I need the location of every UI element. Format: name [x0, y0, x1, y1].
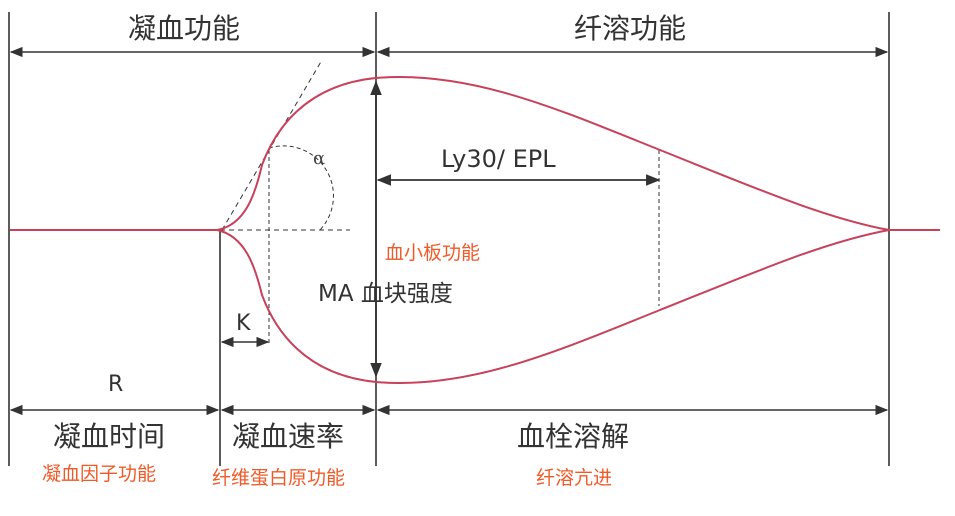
- coag-function-label: 凝血功能: [128, 12, 241, 45]
- fibrinogen-function-label: 纤维蛋白原功能: [212, 467, 346, 489]
- r-label: R: [108, 372, 124, 397]
- coag-time-label: 凝血时间: [53, 420, 166, 453]
- alpha-label: α: [313, 148, 326, 169]
- platelet-function-label: 血小板功能: [385, 242, 481, 264]
- ma-strength-label: MA 血块强度: [318, 281, 453, 307]
- alpha-arc: [268, 145, 334, 231]
- coag-rate-label: 凝血速率: [232, 420, 345, 453]
- ly30-epl-label: Ly30/ EPL: [441, 145, 556, 173]
- coag-factor-function-label: 凝血因子功能: [42, 463, 157, 485]
- teg-lower-curve: [216, 229, 890, 384]
- alpha-tangent-line: [221, 59, 323, 231]
- fibrinolysis-function-label: 纤溶功能: [574, 12, 687, 45]
- hyperfibrinolysis-label: 纤溶亢进: [536, 467, 613, 489]
- k-label: K: [236, 311, 251, 336]
- teg-upper-curve: [10, 76, 940, 231]
- clot-lysis-label: 血栓溶解: [517, 420, 630, 453]
